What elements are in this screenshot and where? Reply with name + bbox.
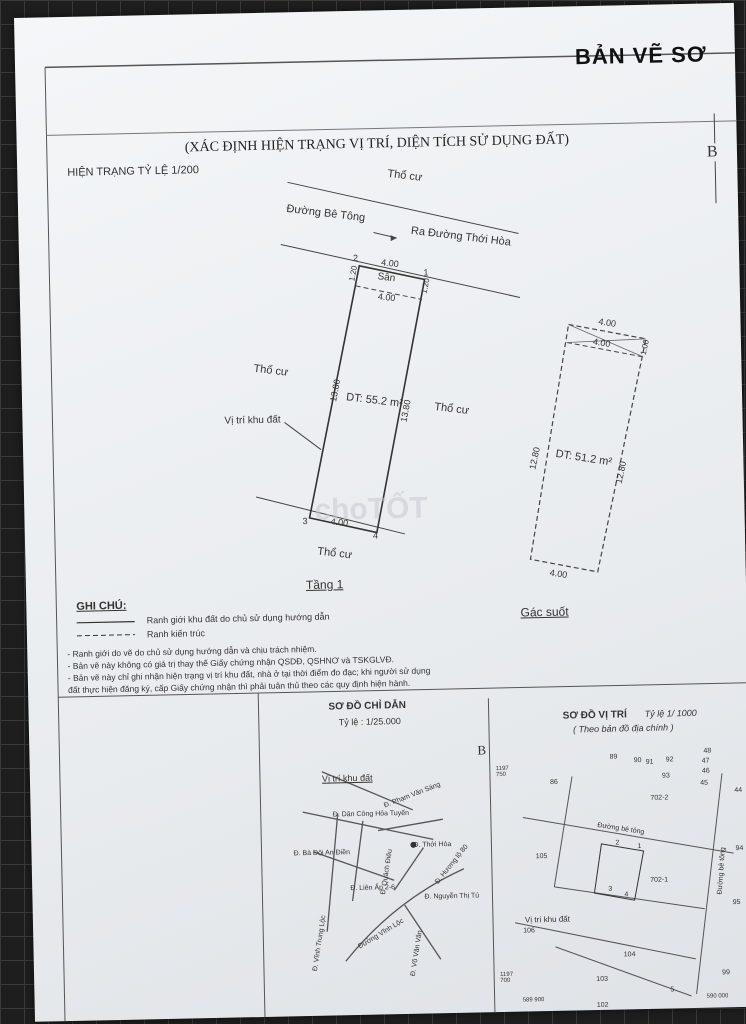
pm-point-3: 3 (608, 885, 613, 893)
street-3: Đ. Bà Đội An Điền (293, 849, 351, 858)
point-2: 2 (352, 252, 359, 263)
coord-x2: 590 000 (706, 993, 729, 1000)
parcel-86: 86 (550, 778, 558, 786)
position-north-label: B (477, 742, 487, 758)
coord-top: 1197 750 (495, 765, 509, 779)
parcel-47: 47 (701, 757, 710, 765)
parcel-45: 45 (700, 779, 709, 787)
coord-x1: 589 900 (522, 997, 545, 1004)
dim-front: 4.00 (380, 257, 400, 270)
point-4: 4 (372, 530, 379, 541)
position-map-scale: Tỷ lệ 1/ 1000 (644, 707, 697, 719)
parcel-702-1: 702-1 (650, 876, 669, 884)
guide-location-label: Vị trí khu đất (321, 772, 373, 784)
label-yard: Sân (376, 271, 396, 285)
ground-floor-label: Tầng 1 (305, 577, 344, 593)
watermark: choTỐT (314, 491, 429, 527)
position-location: Vị trí khu đất (524, 914, 571, 925)
pm-point-4: 4 (624, 891, 629, 899)
parcel-103: 103 (596, 975, 609, 984)
parcel-46: 46 (701, 767, 710, 775)
street-6: Đ. Liên Ấp 2-6 (350, 884, 396, 893)
pm-point-1: 1 (637, 843, 642, 851)
document-sheet: BẢN VẼ SƠ (XÁC ĐỊNH HIỆN TRẠNG VỊ TRÍ, D… (14, 2, 746, 1022)
pm-point-2: 2 (615, 839, 620, 847)
parcel-105: 105 (535, 853, 548, 861)
parcel-106: 106 (523, 927, 535, 935)
parcel-94: 94 (735, 844, 744, 853)
parcel-44: 44 (734, 786, 743, 795)
position-map-source: ( Theo bản đồ địa chính ) (572, 722, 674, 735)
parcel-92: 92 (665, 756, 674, 764)
parcel-89: 89 (609, 753, 618, 761)
mezzanine-outline (529, 323, 647, 573)
parcel-91: 91 (645, 758, 654, 766)
parcel-48: 48 (703, 747, 712, 755)
parcel-93: 93 (661, 772, 670, 780)
parcel-702-2: 702-2 (650, 794, 669, 802)
guide-map-scale: Tỷ lệ : 1/25.000 (338, 716, 401, 728)
point-3: 3 (302, 515, 308, 527)
street-2: Đ. Thới Hòa (413, 841, 452, 849)
position-map-title: SƠ ĐỒ VỊ TRÍ (562, 709, 627, 722)
location-label: Vị trí khu đất (224, 414, 281, 427)
point-1: 1 (423, 267, 429, 278)
parcel-95: 95 (732, 898, 741, 907)
north-arrow-icon: B (706, 113, 724, 204)
coord-bottom: 1197 700 (500, 971, 514, 985)
parcel-102: 102 (596, 1001, 609, 1010)
site-plan (255, 181, 647, 573)
position-map (514, 773, 734, 997)
mezzanine-label: Gác suốt (520, 604, 569, 620)
dim-inner: 4.00 (377, 291, 396, 304)
street-7: Đ. Nguyễn Thị Tú (424, 892, 480, 901)
guide-map (302, 771, 465, 962)
legend-lines (76, 621, 135, 637)
guide-map-title: SƠ ĐỒ CHỈ DẪN (328, 699, 407, 713)
notes-heading: GHI CHÚ: (76, 599, 127, 613)
parcel-104: 104 (623, 951, 636, 959)
parcel-5: 5 (670, 986, 675, 994)
sheet-frame (44, 52, 746, 1022)
ground-floor-outline (308, 264, 426, 534)
parcel-90: 90 (633, 757, 642, 765)
legend-dashed-label: Ranh kiến trúc (146, 628, 206, 640)
parcel-99: 99 (722, 969, 731, 977)
